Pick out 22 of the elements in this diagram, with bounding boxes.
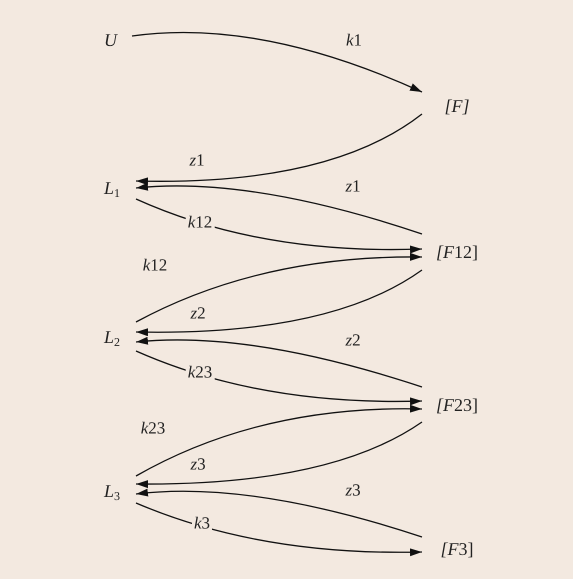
edge-label: k3 (192, 514, 212, 532)
arrow (136, 253, 422, 323)
state-label: [F] (444, 97, 470, 115)
arrow (136, 488, 422, 538)
state-label: [F12] (436, 243, 478, 261)
state-label: [F3] (440, 540, 474, 558)
arrow (136, 404, 422, 477)
state-label: L$_{2}$ (104, 328, 120, 348)
arrow (136, 502, 422, 556)
state-label: [F23] (436, 396, 478, 414)
state-label: U (104, 31, 117, 49)
arrow (136, 113, 422, 186)
state-label: L$_{3}$ (104, 482, 120, 502)
edge-label: k23 (186, 362, 214, 382)
arrow (136, 421, 422, 488)
arrow (132, 32, 422, 93)
arrow (136, 337, 422, 388)
arrow (136, 198, 422, 254)
state-label: L$_{1}$ (104, 179, 120, 199)
arrow (136, 350, 422, 406)
arrow (136, 183, 422, 235)
arrow (136, 269, 422, 336)
